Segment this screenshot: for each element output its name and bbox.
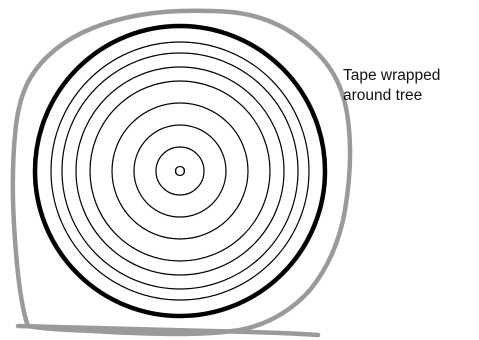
tape-label-line-1: Tape wrapped	[343, 66, 477, 86]
center-mark: O	[174, 163, 186, 180]
tape-label: Tape wrapped around tree	[343, 66, 477, 106]
tape-label-line-2: around tree	[343, 86, 477, 106]
